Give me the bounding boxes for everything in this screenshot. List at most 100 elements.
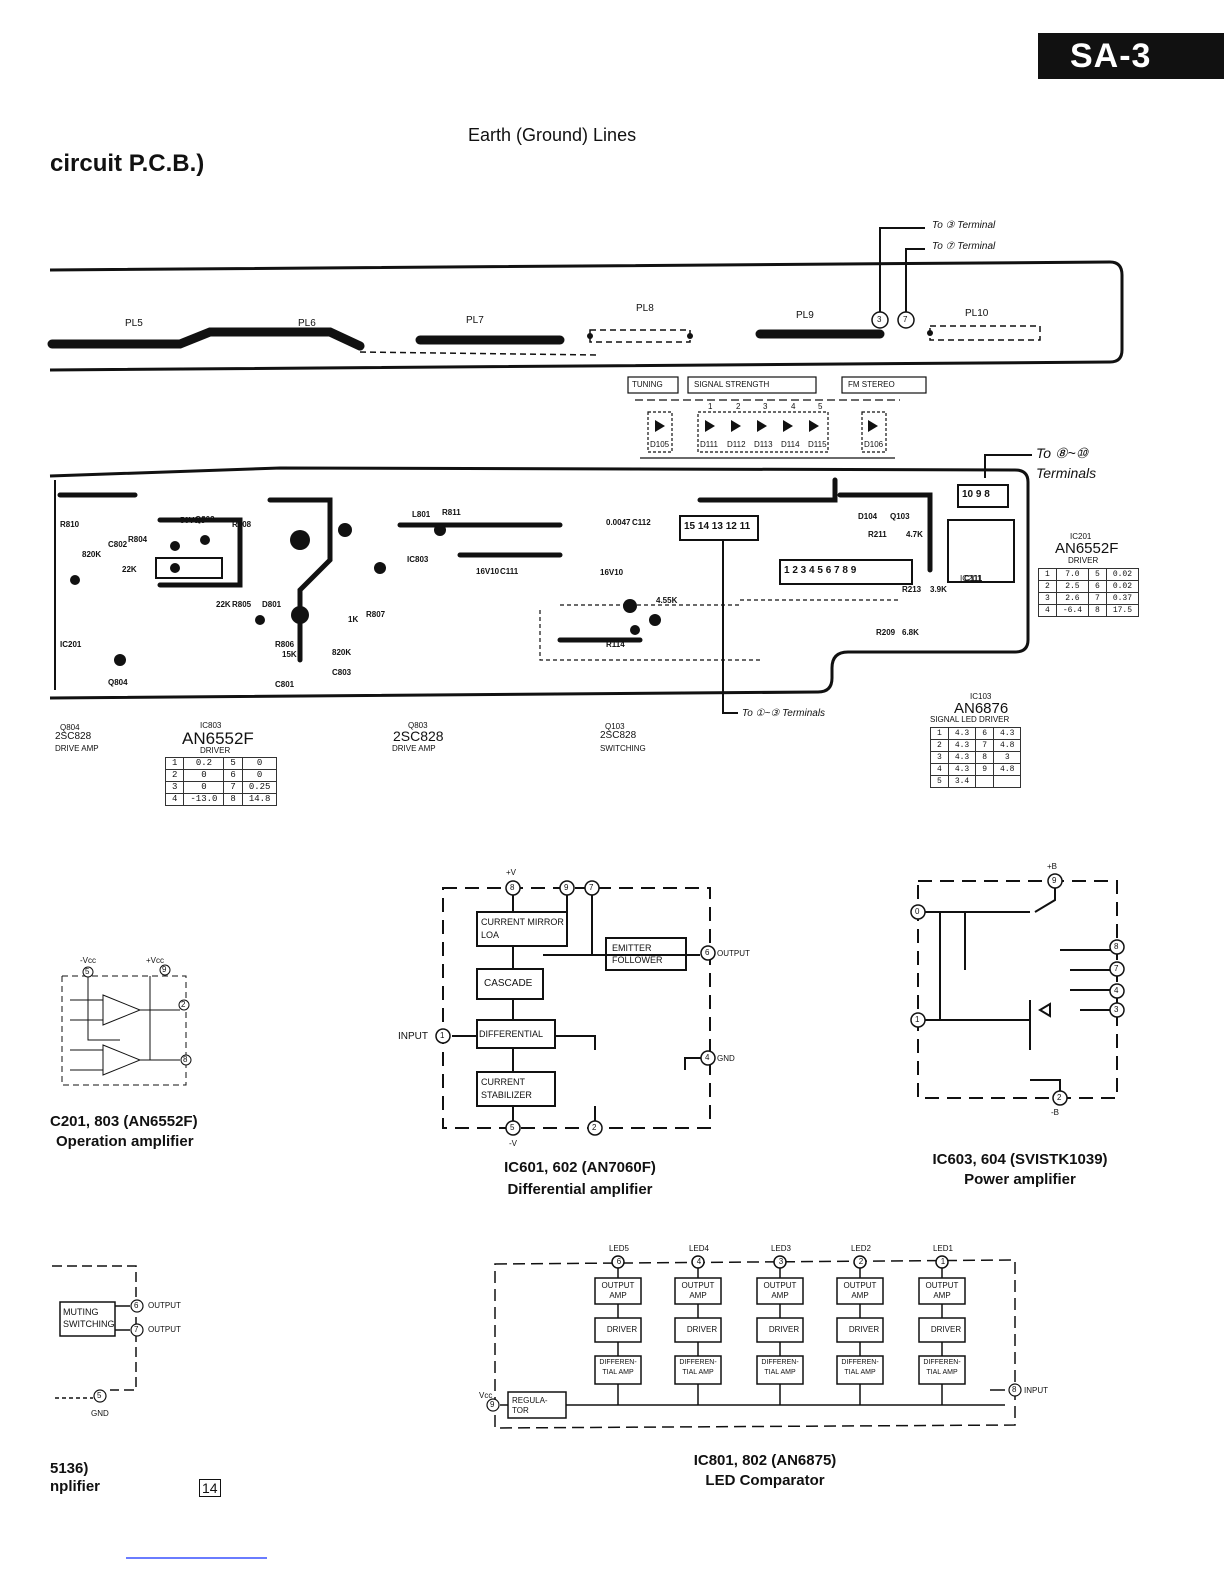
component-label: 820K	[332, 648, 352, 657]
ic201-ref: IC201	[960, 574, 982, 583]
led-block-label: OUTPUT AMP	[601, 1281, 635, 1300]
ic103-func: SIGNAL LED DRIVER	[930, 715, 1010, 724]
table-cell: -6.4	[1055, 604, 1090, 617]
opamp-pos-vcc: +Vcc	[146, 956, 165, 965]
led-block-label: DRIVER	[606, 1325, 638, 1334]
diff-plus-v: +V	[506, 868, 517, 877]
block-current-stabilizer: CURRENT STABILIZER	[481, 1077, 532, 1100]
ic-pins-15-11: 15 14 13 12 11	[684, 521, 751, 532]
component-label: Q803	[195, 515, 215, 524]
led-input-pin: 8	[1012, 1385, 1017, 1394]
led-block-label: DIFFEREN-TIAL AMP	[923, 1359, 961, 1376]
table-cell: 0	[241, 757, 278, 770]
component-label: C801	[275, 680, 295, 689]
component-label: C802	[108, 540, 128, 549]
block-differential: DIFFERENTIAL	[479, 1029, 544, 1039]
q804-title: Q804	[60, 723, 80, 732]
table-cell: 3	[1038, 592, 1057, 605]
q803-part: 2SC828	[393, 728, 444, 744]
component-label: Q103	[890, 512, 910, 521]
led-d114: D114	[781, 440, 800, 449]
component-label: 15K	[282, 650, 297, 659]
signal-strength-label: SIGNAL STRENGTH	[694, 380, 770, 389]
power-pin-3: 3	[1114, 1005, 1119, 1014]
table-cell	[975, 775, 995, 788]
component-label: IC201	[60, 640, 82, 649]
led-pin-circle	[935, 1255, 949, 1269]
table-cell: 4	[1038, 604, 1057, 617]
led-caption-1: IC801, 802 (AN6875)	[693, 1452, 837, 1469]
ic-pins-1-9: 1 2 3 4 5 6 7 8 9	[784, 565, 857, 576]
table-cell: 8	[223, 793, 243, 806]
table-cell: 4.3	[947, 739, 977, 752]
component-label: R810	[60, 520, 80, 529]
table-cell: 4.3	[993, 727, 1022, 740]
led-num-2: 2	[736, 402, 741, 411]
led-block-label: OUTPUT AMP	[925, 1281, 959, 1300]
table-cell: 2	[164, 769, 185, 782]
q804-part: 2SC828	[55, 731, 92, 742]
table-cell: 3	[930, 751, 949, 764]
diff-pin-8: 8	[510, 883, 515, 892]
q103-part: 2SC828	[600, 730, 637, 741]
muting-gnd: GND	[91, 1409, 109, 1418]
table-cell: 0	[183, 781, 225, 794]
led-block-label: 6	[616, 1257, 622, 1266]
muting-pin-5: 5	[97, 1391, 102, 1400]
ic201-func: DRIVER	[1068, 556, 1099, 565]
table-cell: 1	[164, 757, 185, 770]
led-block-label: LED4	[688, 1244, 709, 1253]
table-cell: 1	[1038, 568, 1057, 581]
table-cell: 5	[223, 757, 243, 770]
power-pin-7: 7	[1114, 964, 1119, 973]
led-caption-2: LED Comparator	[705, 1472, 825, 1489]
terminal3-ref: To ③ Terminal	[932, 220, 996, 231]
component-label: 16V10	[476, 567, 500, 576]
component-label: R211	[868, 530, 887, 539]
ic803-func: DRIVER	[200, 746, 231, 755]
led-block-label: OUTPUT AMP	[843, 1281, 877, 1300]
pl5-label: PL5	[125, 318, 143, 329]
diff-minus-v: -V	[509, 1139, 517, 1148]
led-block-label: OUTPUT AMP	[681, 1281, 715, 1300]
led-block-label: DIFFEREN-TIAL AMP	[679, 1359, 717, 1376]
q803-func: DRIVE AMP	[392, 744, 436, 753]
component-label: R804	[128, 535, 148, 544]
table-cell: 5	[1088, 568, 1107, 581]
led-d113: D113	[754, 440, 773, 449]
block-cascade: CASCADE	[484, 978, 533, 989]
power-pin-9: 9	[1052, 876, 1057, 885]
power-plus-b: +B	[1047, 862, 1058, 871]
table-cell: 0.25	[241, 781, 278, 794]
led-d105: D105	[650, 440, 670, 449]
muting-caption-1: 5136)	[50, 1460, 89, 1477]
led-d115: D115	[808, 440, 827, 449]
table-cell: 2.5	[1055, 580, 1090, 593]
led-block-label: 3	[778, 1257, 784, 1266]
model-badge: SA-3	[1038, 33, 1224, 79]
table-cell: 2.6	[1055, 592, 1090, 605]
table-cell: 8	[975, 751, 995, 764]
component-label: R808	[232, 520, 252, 529]
q103-title: Q103	[605, 722, 625, 731]
power-pin-0: 0	[915, 907, 920, 916]
table-cell: 14.8	[241, 793, 278, 806]
table-cell: 2	[930, 739, 949, 752]
led-block-label: DIFFEREN-TIAL AMP	[761, 1359, 799, 1376]
q804-func: DRIVE AMP	[55, 744, 99, 753]
opamp-pin-2: 2	[181, 1000, 186, 1009]
block-current-mirror: CURRENT MIRROR LOA	[481, 917, 564, 940]
pl6-label: PL6	[298, 318, 316, 329]
table-cell: 7	[975, 739, 995, 752]
diff-pin-1: 1	[440, 1031, 445, 1040]
led-pin-circle	[773, 1255, 787, 1269]
component-label: 4.55K	[656, 596, 678, 605]
component-label: D104	[858, 512, 878, 521]
